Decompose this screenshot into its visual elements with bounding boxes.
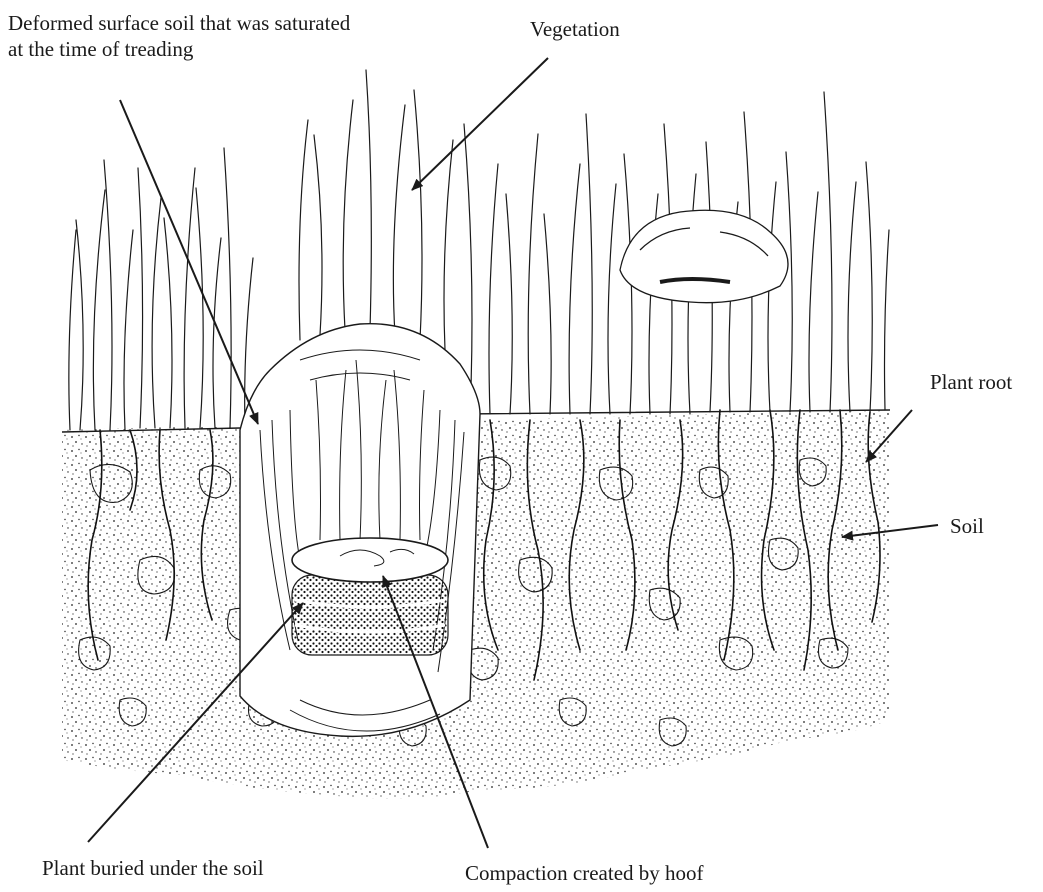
surface-clod	[620, 210, 788, 302]
label-deformed-line2: at the time of treading	[8, 36, 350, 62]
label-plant-buried: Plant buried under the soil	[42, 855, 264, 881]
arrow-vegetation	[412, 58, 548, 190]
arrow-deformed-surface	[120, 100, 258, 424]
label-deformed-surface-soil: Deformed surface soil that was saturated…	[8, 10, 350, 62]
label-deformed-line1: Deformed surface soil that was saturated	[8, 10, 350, 36]
buried-plant-disk	[292, 538, 448, 582]
label-plant-root: Plant root	[930, 369, 1012, 395]
label-soil: Soil	[950, 513, 984, 539]
compaction-layers	[292, 575, 448, 655]
label-vegetation: Vegetation	[530, 16, 620, 42]
hoof-print	[240, 324, 480, 737]
label-compaction: Compaction created by hoof	[465, 860, 704, 886]
